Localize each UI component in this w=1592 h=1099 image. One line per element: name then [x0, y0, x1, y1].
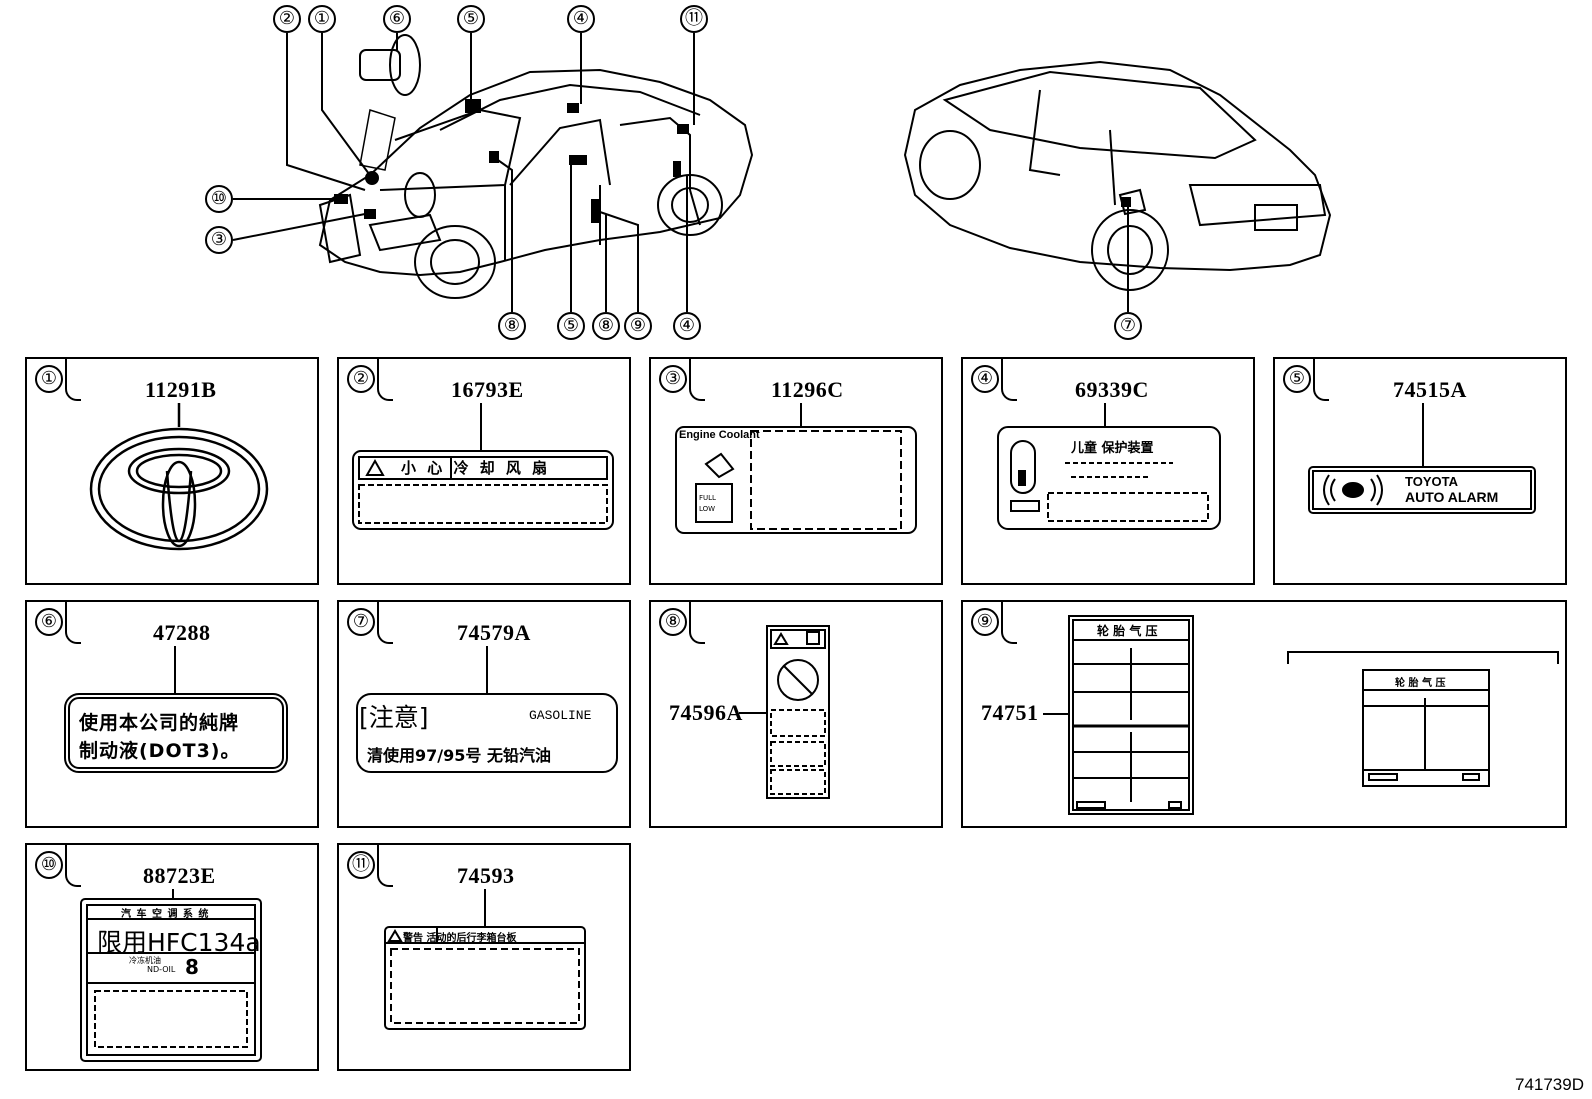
tire-title-large: 轮 胎 气 压 [1097, 624, 1158, 638]
cell-5-auto-alarm-label: ⑤ 74515A TOYOTA AUTO ALARM [1273, 357, 1567, 585]
brake-line-1: 使用本公司的純牌 [79, 712, 240, 734]
ac-header: 汽 车 空 调 系 统 [121, 909, 210, 920]
cell-number: ① [35, 365, 63, 393]
cell-number: ④ [971, 365, 999, 393]
cell-number: ⑪ [347, 851, 375, 879]
part-number: 74751 [981, 700, 1039, 725]
part-number: 88723E [143, 863, 216, 888]
alarm-line-2: AUTO ALARM [1405, 489, 1499, 505]
tire-title-small: 轮 胎 气 压 [1395, 678, 1446, 689]
ac-oil-type: ND-OIL [147, 965, 176, 974]
cell-number: ② [347, 365, 375, 393]
callout-5-bottom: ⑤ [557, 312, 585, 340]
part-number: 74596A [669, 700, 743, 725]
cell-2-cooling-fan-label: ② 16793E 小 心 冷 却 风 扇 [337, 357, 631, 585]
part-number: 11296C [771, 377, 844, 402]
toyota-emblem-icon [89, 403, 269, 551]
alarm-line-1: TOYOTA [1405, 474, 1458, 489]
ac-refrigerant: 限用HFC134a [97, 928, 261, 957]
cell-4-child-lock-label: ④ 69339C 儿童 保护装置 [961, 357, 1255, 585]
callout-8b-bottom: ⑧ [592, 312, 620, 340]
callout-9-bottom: ⑨ [624, 312, 652, 340]
part-number: 11291B [145, 377, 217, 402]
cell-number: ⑨ [971, 608, 999, 636]
front-car-body [318, 68, 754, 277]
brake-line-2: 制动液(DOT3)。 [79, 740, 241, 762]
cell-number: ⑥ [35, 608, 63, 636]
cell-8-warning-label: ⑧ 74596A [649, 600, 943, 828]
figure-id: 741739D [1514, 1075, 1584, 1094]
ac-oil-label: 冷冻机油 [129, 956, 161, 965]
cell-number: ⑤ [1283, 365, 1311, 393]
callout-4-top: ④ [567, 5, 595, 33]
callout-2-top: ② [273, 5, 301, 33]
callout-1-top: ① [308, 5, 336, 33]
cell-1-toyota-emblem: ① 11291B [25, 357, 319, 585]
fuel-instruction: 清使用97/95号 无铅汽油 [367, 746, 551, 765]
cell-number: ③ [659, 365, 687, 393]
cell-11-luggage-board-label: ⑪ 74593 警告 活动的后行李箱台板 [337, 843, 631, 1071]
vehicle-overview-illustration [232, 33, 1332, 312]
ac-oil-number: 8 [185, 955, 199, 979]
callout-3-left: ③ [205, 226, 233, 254]
part-number: 74515A [1393, 377, 1467, 402]
callout-10-left: ⑩ [205, 185, 233, 213]
cell-number: ⑦ [347, 608, 375, 636]
full-marker: FULL [699, 494, 716, 502]
label-title: 儿童 保护装置 [1071, 441, 1154, 456]
part-number: 74593 [457, 863, 515, 888]
part-number: 69339C [1075, 377, 1149, 402]
cell-6-brake-fluid-label: ⑥ 47288 使用本公司的純牌 制动液(DOT3)。 [25, 600, 319, 828]
caution-word: [注意] [359, 703, 429, 732]
callout-11-top: ⑪ [680, 5, 708, 33]
cell-9-tire-pressure-label: ⑨ 74751 轮 胎 气 压 轮 胎 气 压 [961, 600, 1567, 828]
part-number: 47288 [153, 620, 211, 645]
low-marker: LOW [699, 505, 716, 513]
callout-6-top: ⑥ [383, 5, 411, 33]
label-title: Engine Coolant [679, 429, 760, 441]
callout-7-rear: ⑦ [1114, 312, 1142, 340]
cell-10-ac-refrigerant-label: ⑩ 88723E 汽 车 空 调 系 统 限用HFC134a 冷冻机油 ND-O… [25, 843, 319, 1071]
cell-3-engine-coolant-label: ③ 11296C Engine Coolant FULL LOW [649, 357, 943, 585]
callout-5-top: ⑤ [457, 5, 485, 33]
callout-8-bottom: ⑧ [498, 312, 526, 340]
part-number: 16793E [451, 377, 524, 402]
gasoline-word: GASOLINE [529, 708, 592, 723]
cell-number: ⑧ [659, 608, 687, 636]
luggage-header: 警告 活动的后行李箱台板 [403, 933, 517, 944]
cell-number: ⑩ [35, 851, 63, 879]
cell-7-fuel-label: ⑦ 74579A [注意] GASOLINE 清使用97/95号 无铅汽油 [337, 600, 631, 828]
rear-car-body [903, 60, 1332, 272]
label-header: 小 心 冷 却 风 扇 [401, 459, 551, 477]
part-number: 74579A [457, 620, 531, 645]
callout-4-bottom: ④ [673, 312, 701, 340]
